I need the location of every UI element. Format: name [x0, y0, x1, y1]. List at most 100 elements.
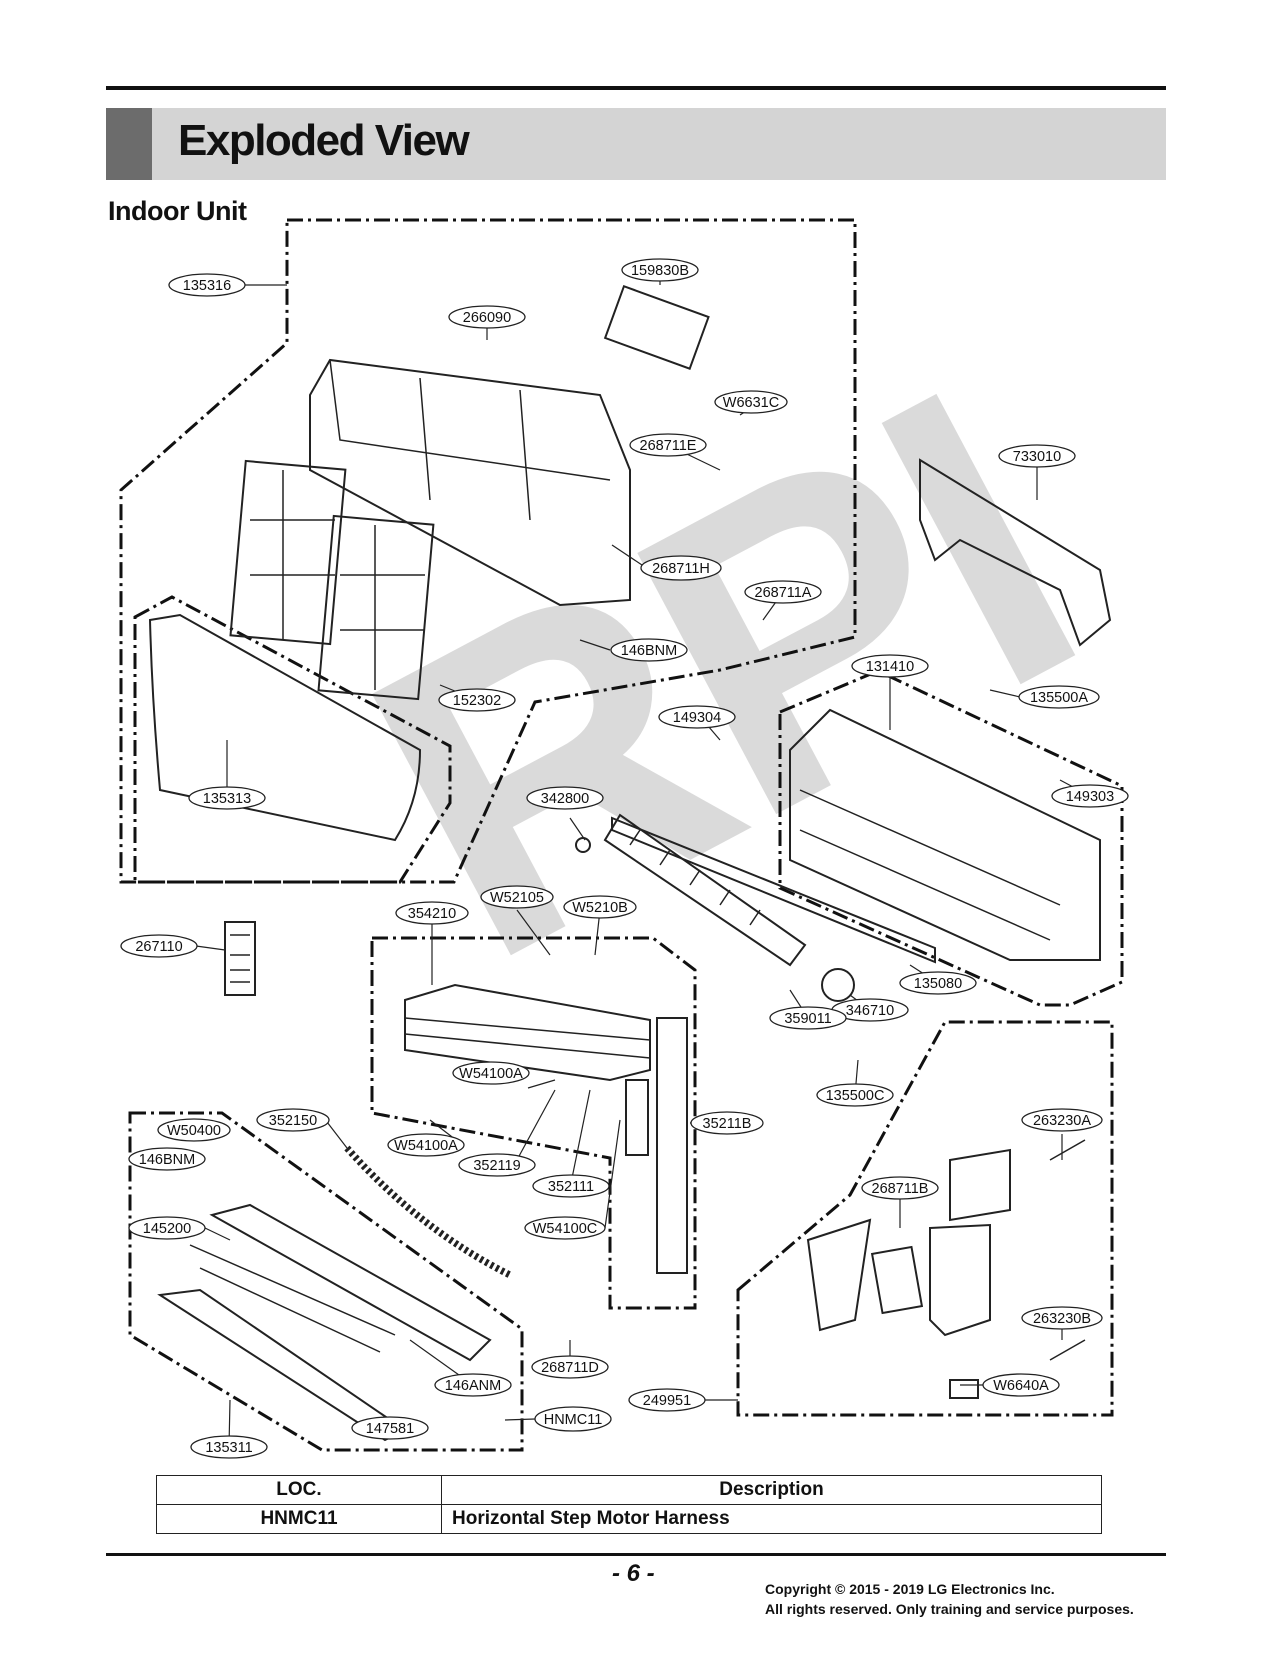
part-bubble	[168, 273, 246, 297]
top-rule	[106, 86, 1166, 90]
part-bubble	[640, 555, 722, 581]
part-bubble	[1051, 784, 1129, 808]
part-bubble	[690, 1111, 764, 1135]
part-bubble	[448, 305, 526, 329]
part-bubble	[458, 1153, 536, 1177]
sketch-chassis	[789, 708, 1101, 961]
part-label: W6640A	[993, 1378, 1049, 1394]
group-outline-evaporator	[370, 936, 697, 1310]
part-bubble	[120, 934, 198, 958]
sketch-front-panel	[309, 358, 631, 607]
sketch-pcb-cover	[949, 1148, 1011, 1222]
part-bubble	[438, 688, 516, 712]
group-outline-louver	[128, 1111, 524, 1452]
part-label: 146BNM	[621, 643, 677, 659]
exploded-diagram: 135316 159830B 266090 W6631C 268711E 733…	[119, 218, 1129, 1459]
part-label: 263230B	[1033, 1311, 1091, 1327]
part-label: W54100A	[459, 1066, 523, 1082]
component-sketches	[148, 284, 1112, 1442]
part-bubble	[531, 1355, 609, 1379]
part-bubble	[190, 1435, 268, 1459]
loc-table-header-row: LOC. Description	[156, 1475, 1102, 1505]
part-label: 149303	[1066, 789, 1114, 805]
part-bubble	[526, 786, 604, 810]
part-bubble	[998, 444, 1076, 468]
part-label: 733010	[1013, 449, 1061, 465]
part-label: 352150	[269, 1113, 317, 1129]
part-label: 135311	[205, 1440, 252, 1456]
part-label: 263230A	[1033, 1113, 1091, 1129]
part-bubble	[563, 895, 637, 919]
part-bubble	[434, 1373, 512, 1397]
part-label: 267110	[135, 939, 182, 955]
title-bar: Exploded View	[106, 108, 1166, 180]
loc-table: LOC. Description HNMC11 Horizontal Step …	[156, 1475, 1102, 1534]
part-label-texts: 135316 159830B 266090 W6631C 268711E 733…	[135, 263, 1114, 1456]
group-outline-chassis	[778, 669, 1124, 1007]
part-bubble	[452, 1061, 530, 1085]
part-label: W50400	[167, 1123, 221, 1139]
part-bubble	[629, 433, 707, 457]
sketch-air-filter-right	[317, 514, 435, 701]
section-title: Indoor Unit	[108, 196, 247, 226]
copyright: Copyright © 2015 - 2019 LG Electronics I…	[765, 1579, 1134, 1619]
part-bubble	[128, 1216, 206, 1240]
part-label: W52105	[490, 890, 544, 906]
sketch-evaporator	[404, 983, 651, 1082]
part-label: W54100A	[394, 1138, 458, 1154]
part-label: 135500A	[1030, 690, 1088, 706]
part-bubble	[351, 1416, 429, 1440]
part-label: 146ANM	[445, 1378, 501, 1394]
sketch-control-box	[929, 1223, 991, 1337]
part-label: 359011	[784, 1011, 831, 1027]
page-number: - 6 -	[612, 1560, 655, 1587]
sketch-bearing	[575, 837, 591, 853]
group-outline-filter	[133, 595, 452, 884]
part-bubble	[188, 786, 266, 810]
sketch-fan-motor	[821, 968, 855, 1002]
part-bubble	[524, 1216, 606, 1240]
part-label: HNMC11	[544, 1412, 603, 1428]
part-bubble	[744, 580, 822, 604]
sketch-louver-bar	[157, 1288, 407, 1442]
part-label: 354210	[408, 906, 456, 922]
part-bubble	[395, 901, 469, 925]
part-label: 147581	[366, 1421, 414, 1437]
sketch-remote-control	[224, 921, 256, 996]
part-bubble	[621, 258, 699, 282]
part-label: 266090	[463, 310, 511, 326]
part-bubble	[480, 885, 554, 909]
part-label: 152302	[453, 693, 501, 709]
copyright-line-2: All rights reserved. Only training and s…	[765, 1601, 1134, 1617]
sketch-terminal-block	[949, 1379, 979, 1399]
part-label: 249951	[643, 1393, 691, 1409]
part-label: 268711E	[640, 438, 697, 454]
part-bubble	[1018, 685, 1100, 709]
leader-lines	[195, 270, 1091, 1448]
page-title: Exploded View	[178, 116, 470, 165]
part-bubble	[982, 1373, 1060, 1397]
part-bubble	[899, 971, 977, 995]
part-label: 135080	[914, 976, 962, 992]
sketch-side-bracket	[656, 1017, 688, 1274]
part-bubble	[387, 1133, 465, 1157]
bottom-rule	[106, 1553, 1166, 1556]
part-label: 135316	[183, 278, 231, 294]
description-column-header: Description	[441, 1475, 1102, 1505]
group-outlines	[119, 218, 1124, 1452]
part-bubble	[769, 1006, 847, 1030]
part-bubble	[256, 1108, 330, 1132]
sketch-drain-hose	[344, 1145, 512, 1279]
part-bubble	[534, 1406, 612, 1432]
part-label: W6631C	[723, 395, 779, 411]
part-bubble	[610, 638, 688, 662]
part-bubble	[714, 390, 788, 414]
part-bubble	[816, 1083, 894, 1107]
part-bubble	[1021, 1108, 1103, 1132]
part-bubble	[658, 705, 736, 729]
part-bubble	[628, 1388, 706, 1412]
part-label: 352111	[548, 1179, 594, 1195]
loc-cell: HNMC11	[156, 1504, 442, 1534]
sketch-louver-frame	[209, 1203, 492, 1362]
part-label: W5210B	[572, 900, 628, 916]
